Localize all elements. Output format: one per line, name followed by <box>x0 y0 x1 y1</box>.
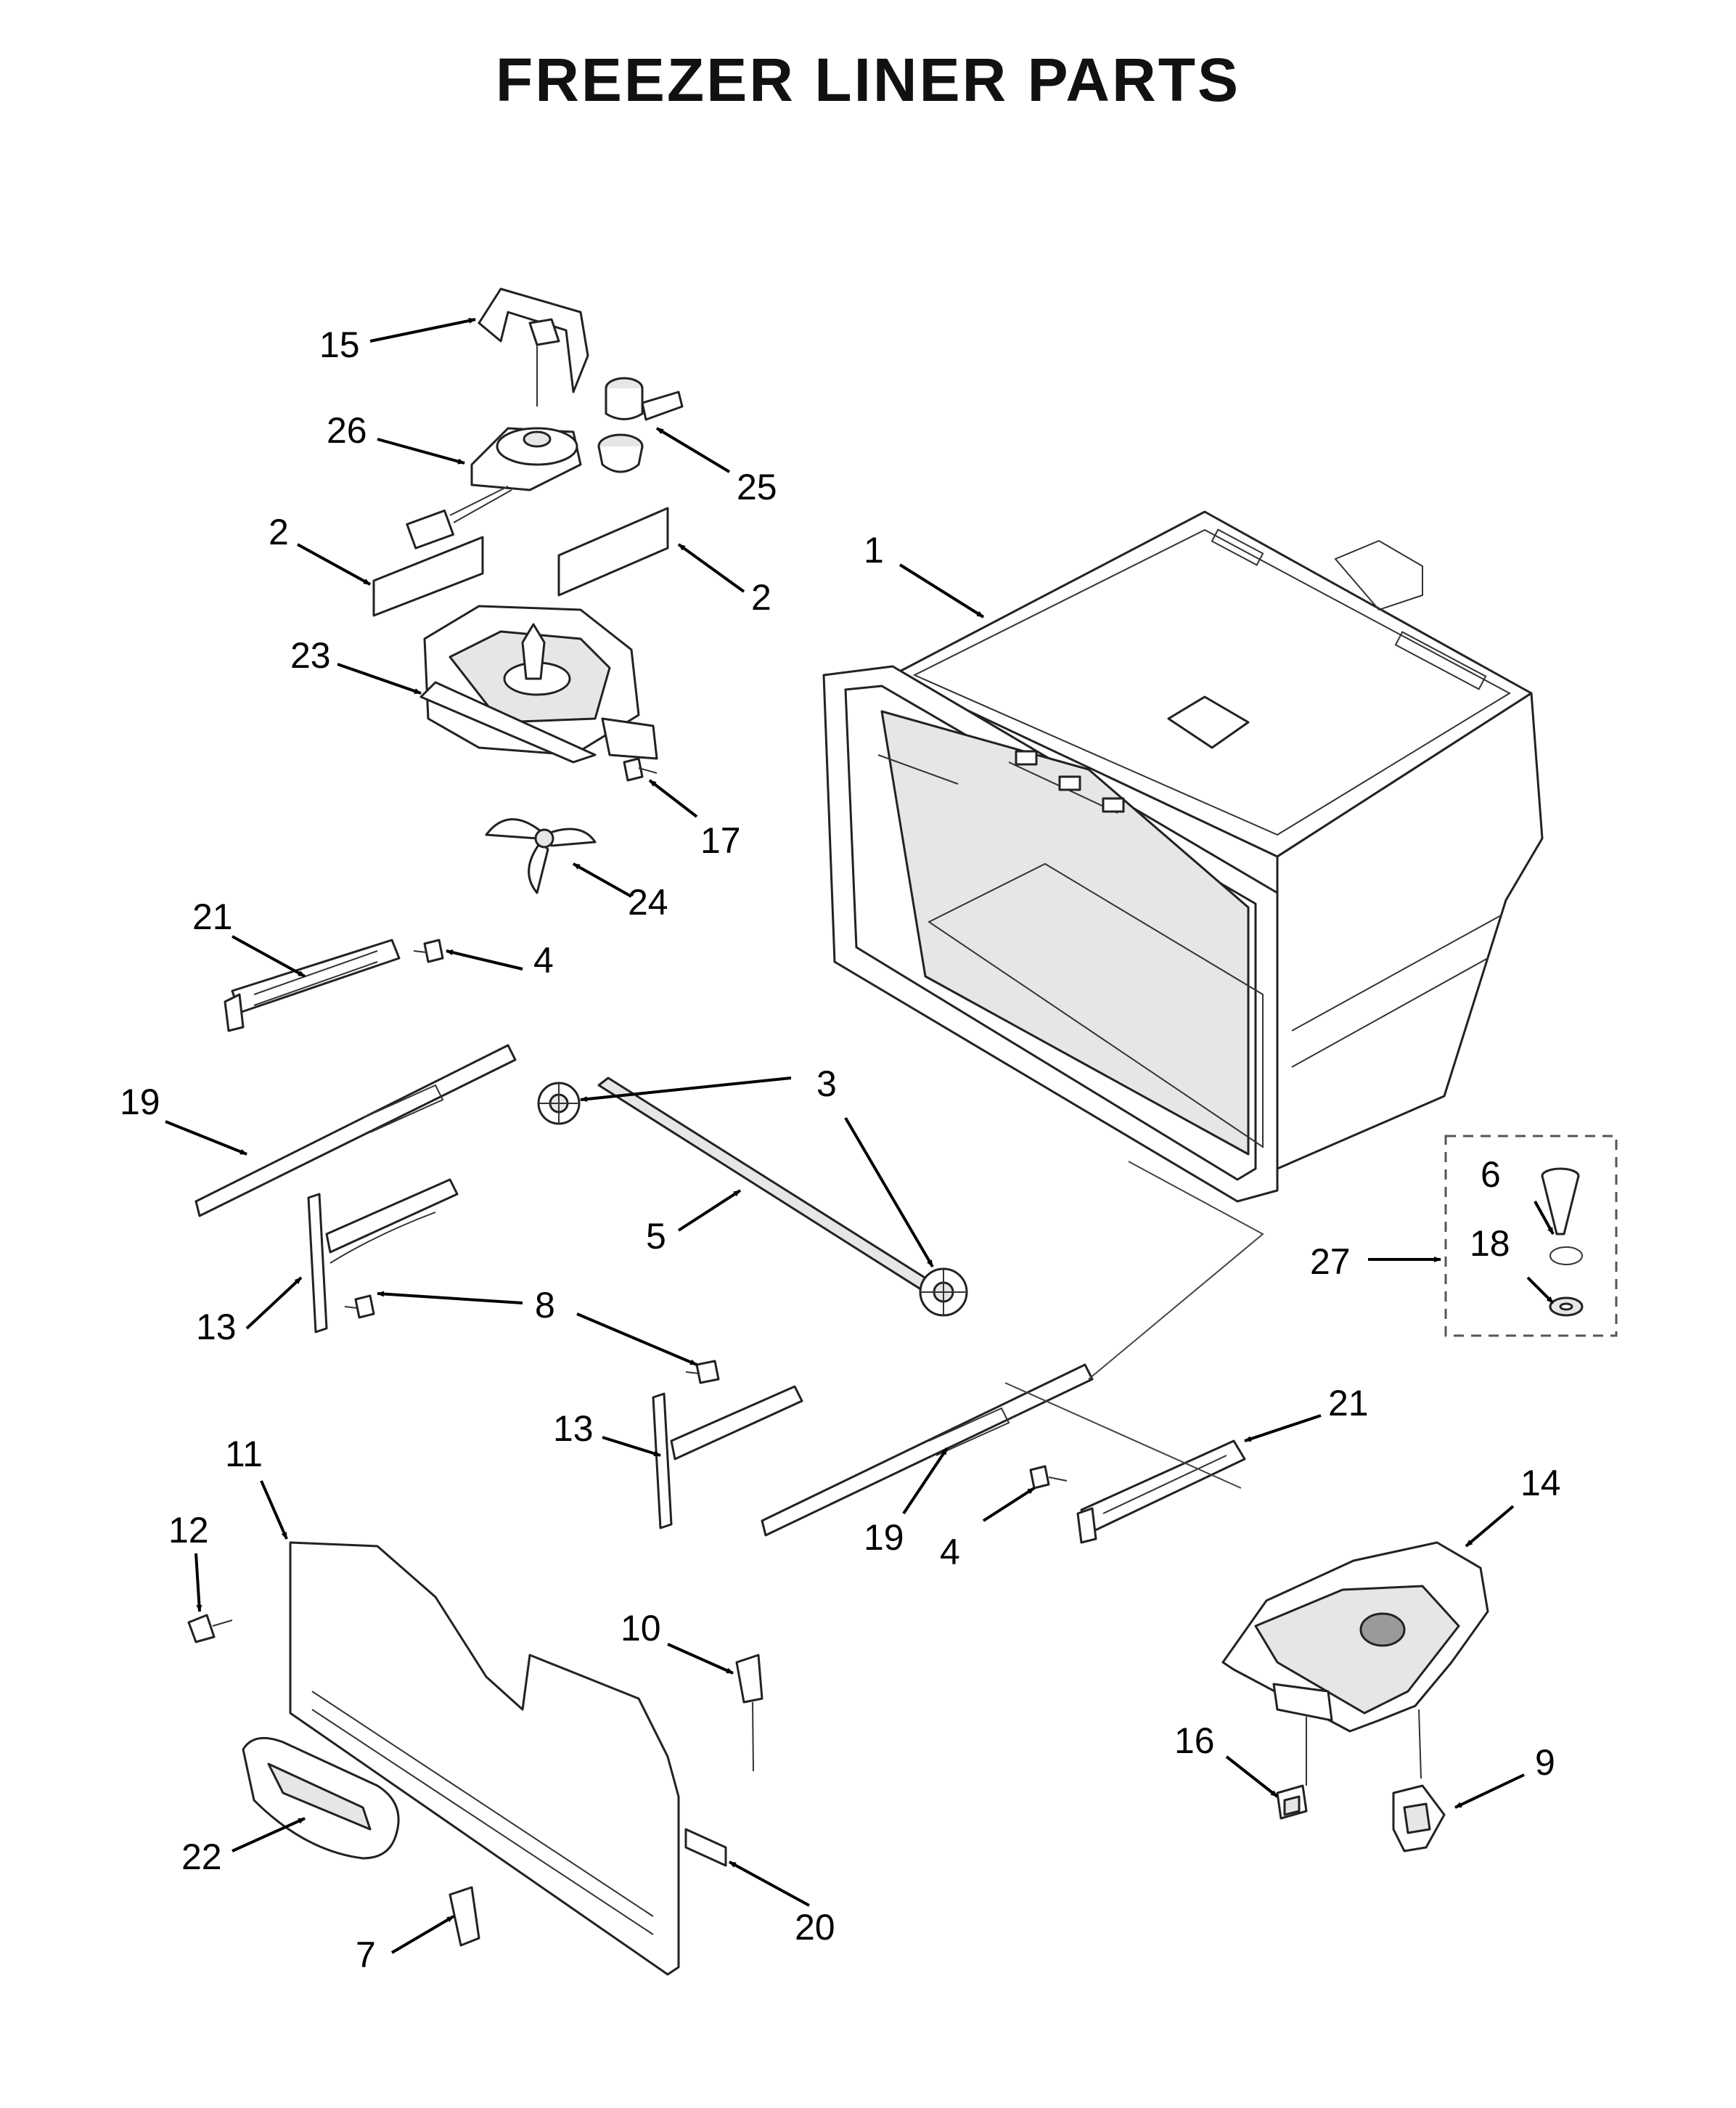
callout-24: 24 <box>628 882 668 923</box>
o-ring[interactable] <box>1549 1246 1583 1265</box>
callout-21-upper: 21 <box>192 896 233 937</box>
callout-25: 25 <box>737 467 777 507</box>
callout-14: 14 <box>1520 1463 1561 1503</box>
callout-10: 10 <box>621 1608 661 1649</box>
callout-22: 22 <box>181 1837 222 1877</box>
callout-6: 6 <box>1481 1154 1501 1195</box>
callout-2-left: 2 <box>269 512 289 552</box>
drawer-slide-left[interactable] <box>224 939 401 1032</box>
leader-lines <box>165 317 1555 1954</box>
foam-insulation-right[interactable] <box>557 507 669 597</box>
callout-9: 9 <box>1535 1742 1555 1783</box>
alignment-guide-liner <box>1004 1161 1264 1489</box>
thermistor[interactable] <box>735 1654 763 1772</box>
slide-bracket-left[interactable] <box>307 1178 459 1333</box>
callout-18: 18 <box>1470 1223 1510 1264</box>
callout-3: 3 <box>816 1063 837 1104</box>
callout-2-right: 2 <box>751 577 771 618</box>
screw-12[interactable] <box>187 1614 233 1643</box>
screw-4-lower[interactable] <box>1029 1465 1068 1490</box>
callout-19-lower: 19 <box>864 1517 904 1558</box>
callout-8: 8 <box>535 1285 555 1325</box>
foam-strip[interactable] <box>684 1828 727 1867</box>
callout-1: 1 <box>864 530 884 571</box>
screw-8-left[interactable] <box>344 1294 375 1319</box>
filter-cap[interactable] <box>1541 1167 1580 1235</box>
pinion-gear-lower[interactable] <box>919 1267 968 1317</box>
drawer-rail-right[interactable] <box>761 1363 1094 1537</box>
fan-blade[interactable] <box>485 818 597 894</box>
screw-8-right[interactable] <box>685 1360 720 1384</box>
callout-5: 5 <box>646 1216 666 1257</box>
ice-bin-bracket[interactable] <box>1221 1541 1489 1786</box>
callout-13-center: 13 <box>553 1408 594 1449</box>
panel-clip[interactable] <box>449 1886 480 1947</box>
damper-motor[interactable] <box>597 377 684 473</box>
callout-21-lower: 21 <box>1328 1383 1369 1423</box>
fan-motor-assembly[interactable] <box>406 427 582 550</box>
foam-insulation-left[interactable] <box>372 536 484 617</box>
fan-shroud[interactable] <box>419 605 658 764</box>
callout-12: 12 <box>168 1510 209 1551</box>
light-switch[interactable] <box>1276 1784 1308 1820</box>
light-housing[interactable] <box>1392 1784 1446 1852</box>
callout-20: 20 <box>795 1907 835 1948</box>
drawer-rail-left[interactable] <box>195 1044 517 1217</box>
slide-bracket-right[interactable] <box>652 1385 803 1529</box>
callout-19-upper: 19 <box>120 1082 160 1122</box>
callout-4-lower: 4 <box>940 1532 960 1572</box>
callout-7: 7 <box>356 1935 376 1975</box>
callout-15: 15 <box>319 324 360 365</box>
callout-11: 11 <box>225 1434 263 1474</box>
screw-4-upper[interactable] <box>413 939 444 963</box>
water-filter-kit-box <box>1444 1135 1618 1337</box>
callout-labels: 15 26 25 2 2 1 23 17 24 21 4 3 19 5 13 8… <box>120 324 1561 1975</box>
callout-27: 27 <box>1310 1241 1351 1282</box>
diagram-title: FREEZER LINER PARTS <box>495 46 1241 114</box>
callout-26: 26 <box>327 410 367 451</box>
air-grille[interactable] <box>242 1736 400 1860</box>
drawer-slide-right[interactable] <box>1076 1439 1246 1544</box>
damper-bracket[interactable] <box>478 287 589 407</box>
screw-17[interactable] <box>623 757 658 782</box>
washer[interactable] <box>1549 1296 1584 1317</box>
callout-23: 23 <box>290 635 331 676</box>
pinion-gear-upper[interactable] <box>537 1082 581 1125</box>
callout-4-upper: 4 <box>533 940 554 981</box>
callout-13-left: 13 <box>196 1307 237 1347</box>
callout-16: 16 <box>1174 1720 1215 1761</box>
rear-panel[interactable] <box>289 1541 680 1976</box>
callout-17: 17 <box>700 820 741 861</box>
freezer-liner[interactable] <box>822 510 1544 1203</box>
